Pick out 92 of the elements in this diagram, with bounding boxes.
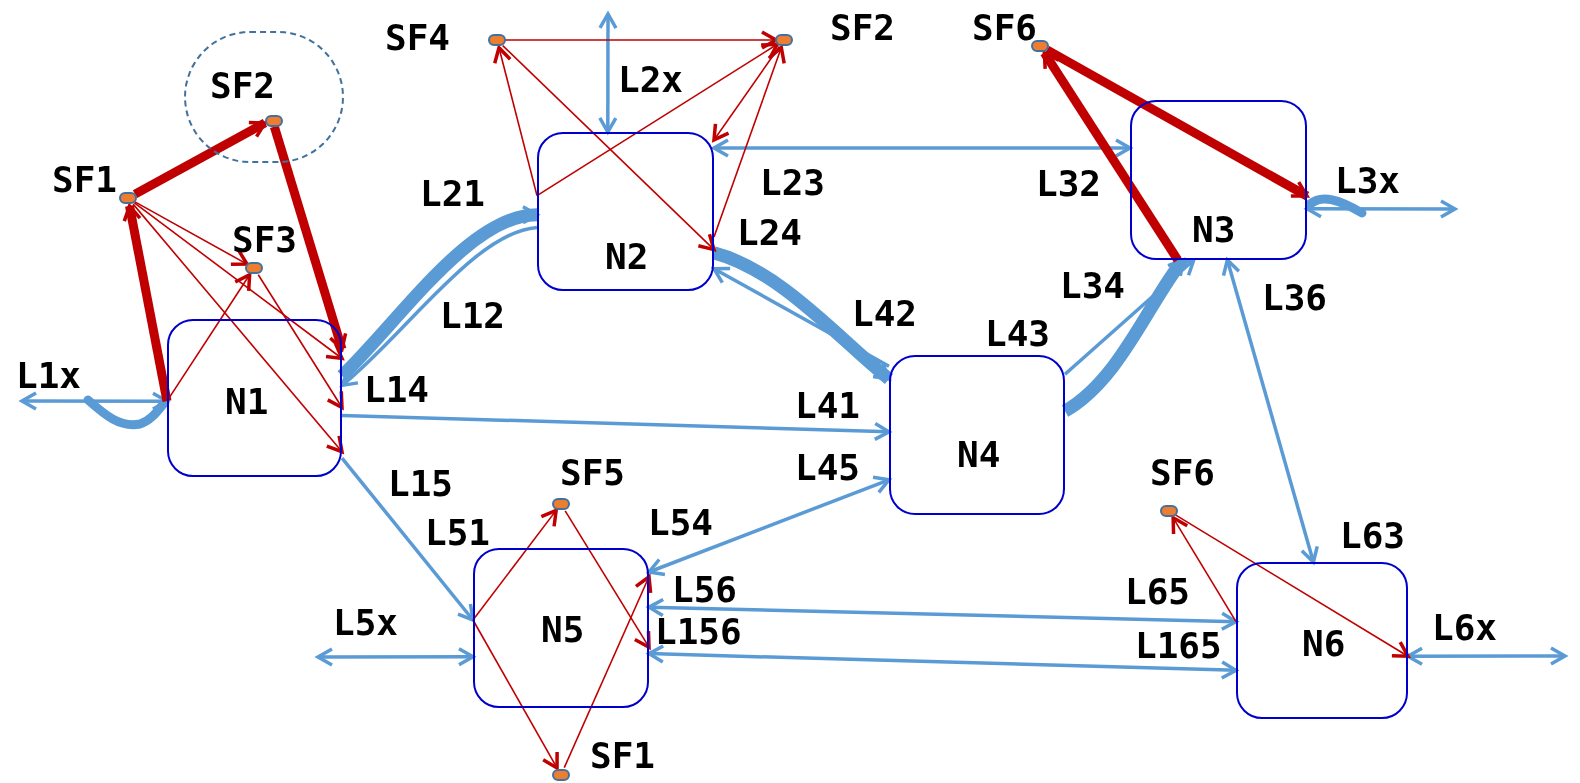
- arrow: [341, 413, 891, 442]
- arrow: [257, 273, 344, 410]
- arrow: [504, 30, 778, 50]
- arrow: [122, 204, 172, 402]
- edge-label: L156: [655, 614, 742, 650]
- point-marker: [775, 34, 793, 46]
- arrow: [647, 597, 1238, 632]
- edge-label: L6x: [1432, 610, 1498, 646]
- edge-label: L2x: [618, 62, 684, 98]
- arrow: [1221, 258, 1319, 564]
- arrow: [712, 45, 781, 142]
- edge-label: L12: [440, 298, 506, 334]
- node-box: [473, 548, 649, 708]
- point-label: SF2: [210, 68, 276, 104]
- arrow: [472, 619, 559, 770]
- arrow: [647, 475, 891, 577]
- node-box: [1130, 100, 1307, 260]
- edge-label: L43: [985, 316, 1051, 352]
- node-label: N3: [1192, 212, 1236, 248]
- point-label: SF4: [385, 20, 451, 56]
- link-label: L54: [648, 505, 714, 541]
- point-marker: [1160, 505, 1178, 517]
- edge-label: L56: [672, 572, 738, 608]
- point-marker: [552, 498, 570, 510]
- arrow: [340, 456, 475, 622]
- edge-label: L1x: [16, 358, 82, 394]
- edge-label: L36: [1262, 280, 1328, 316]
- point-marker: [119, 192, 137, 204]
- point-label: SF3: [232, 222, 298, 258]
- edge-label: L3x: [1335, 163, 1401, 199]
- arrow: [340, 225, 538, 388]
- arrow: [132, 118, 268, 199]
- arrow: [134, 201, 249, 267]
- arrow: [20, 391, 169, 411]
- link-label: L63: [1340, 518, 1406, 554]
- arrow: [536, 42, 779, 197]
- arrow: [1171, 516, 1237, 623]
- node-label: N1: [225, 384, 269, 420]
- arrow: [133, 202, 344, 361]
- edge-label: L45: [795, 450, 861, 486]
- arrow: [647, 644, 1238, 680]
- node-box: [167, 319, 342, 477]
- point-label: SF5: [560, 455, 626, 491]
- edge-label: L5x: [333, 605, 399, 641]
- edge-label: L21: [420, 176, 486, 212]
- arrow: [472, 508, 558, 621]
- arrow: [712, 246, 894, 384]
- point-marker: [245, 262, 263, 274]
- edge-label: L34: [1060, 268, 1126, 304]
- arrow: [563, 575, 653, 769]
- link-label: L165: [1135, 628, 1222, 664]
- arrow: [270, 125, 348, 351]
- arrow: [1305, 199, 1457, 219]
- arrow: [132, 203, 344, 454]
- arrow: [712, 266, 890, 368]
- point-marker: [488, 34, 506, 46]
- node-label: N2: [605, 239, 649, 275]
- point-marker: [265, 115, 283, 127]
- edge-label: L14: [364, 372, 430, 408]
- point-label: SF1: [52, 162, 118, 198]
- arrow: [564, 510, 651, 649]
- edge-label: L24: [737, 215, 803, 251]
- arrow: [712, 138, 1132, 158]
- node-box: [1236, 562, 1408, 719]
- node-box: [537, 132, 714, 291]
- link-label: L65: [1125, 574, 1191, 610]
- point-label: SF1: [590, 738, 656, 774]
- edge-label: L23: [760, 165, 826, 201]
- node-label: N6: [1302, 626, 1346, 662]
- edge-label: L42: [852, 296, 918, 332]
- arrow: [713, 45, 786, 238]
- point-label: SF2: [830, 10, 896, 46]
- point-label: SF6: [972, 10, 1038, 46]
- arrow: [337, 206, 539, 381]
- link-label: L32: [1036, 166, 1102, 202]
- point-marker: [552, 769, 570, 781]
- node-box: [889, 355, 1065, 515]
- node-label: N5: [541, 612, 585, 648]
- arrow: [1406, 646, 1567, 666]
- point-marker: [1031, 40, 1049, 52]
- node-label: N4: [957, 437, 1001, 473]
- arrow: [316, 647, 475, 667]
- edge-label: L15: [388, 466, 454, 502]
- point-label: SF6: [1150, 455, 1216, 491]
- arrow: [493, 46, 538, 197]
- arrow: [501, 44, 716, 252]
- arrow: [1063, 258, 1196, 376]
- arrow: [1040, 50, 1182, 263]
- arrow: [598, 12, 618, 134]
- arrow: [1175, 514, 1410, 658]
- link-label: L41: [795, 388, 861, 424]
- link-label: L51: [425, 515, 491, 551]
